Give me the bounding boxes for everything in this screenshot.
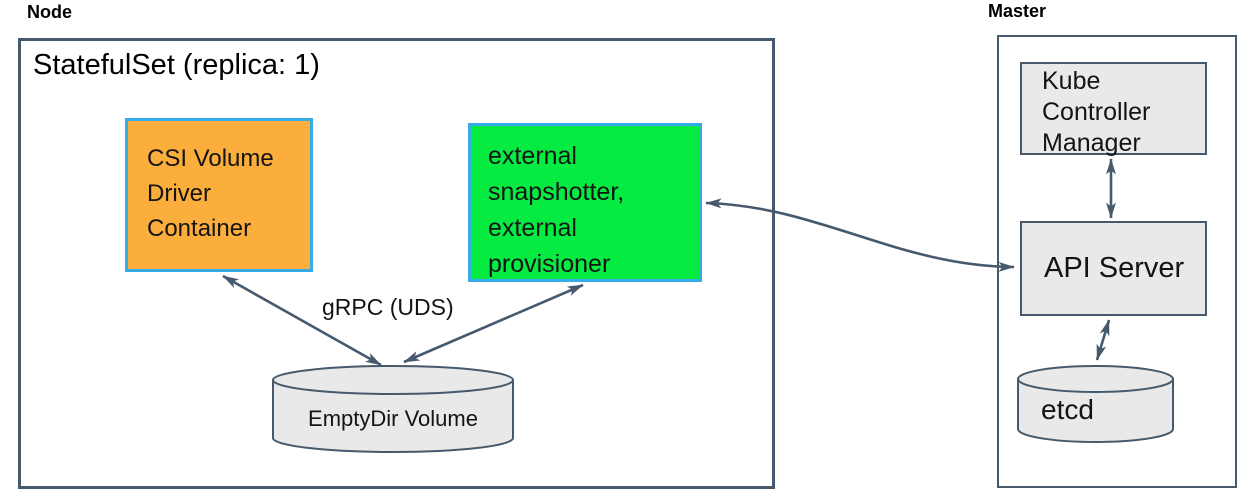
csi-volume-driver-box: CSI Volume Driver Container (125, 118, 313, 272)
emptydir-volume-label: EmptyDir Volume (308, 406, 478, 431)
api-server-box: API Server (1020, 221, 1207, 316)
etcd-label: etcd (1041, 394, 1094, 425)
grpc-uds-label: gRPC (UDS) (322, 294, 454, 320)
master-label: Master (988, 1, 1047, 21)
node-label: Node (27, 2, 72, 22)
external-sidecars-box: external snapshotter, external provision… (468, 123, 702, 282)
statefulset-title: StatefulSet (replica: 1) (33, 49, 320, 81)
kube-controller-manager-box: Kube Controller Manager (1020, 62, 1207, 157)
